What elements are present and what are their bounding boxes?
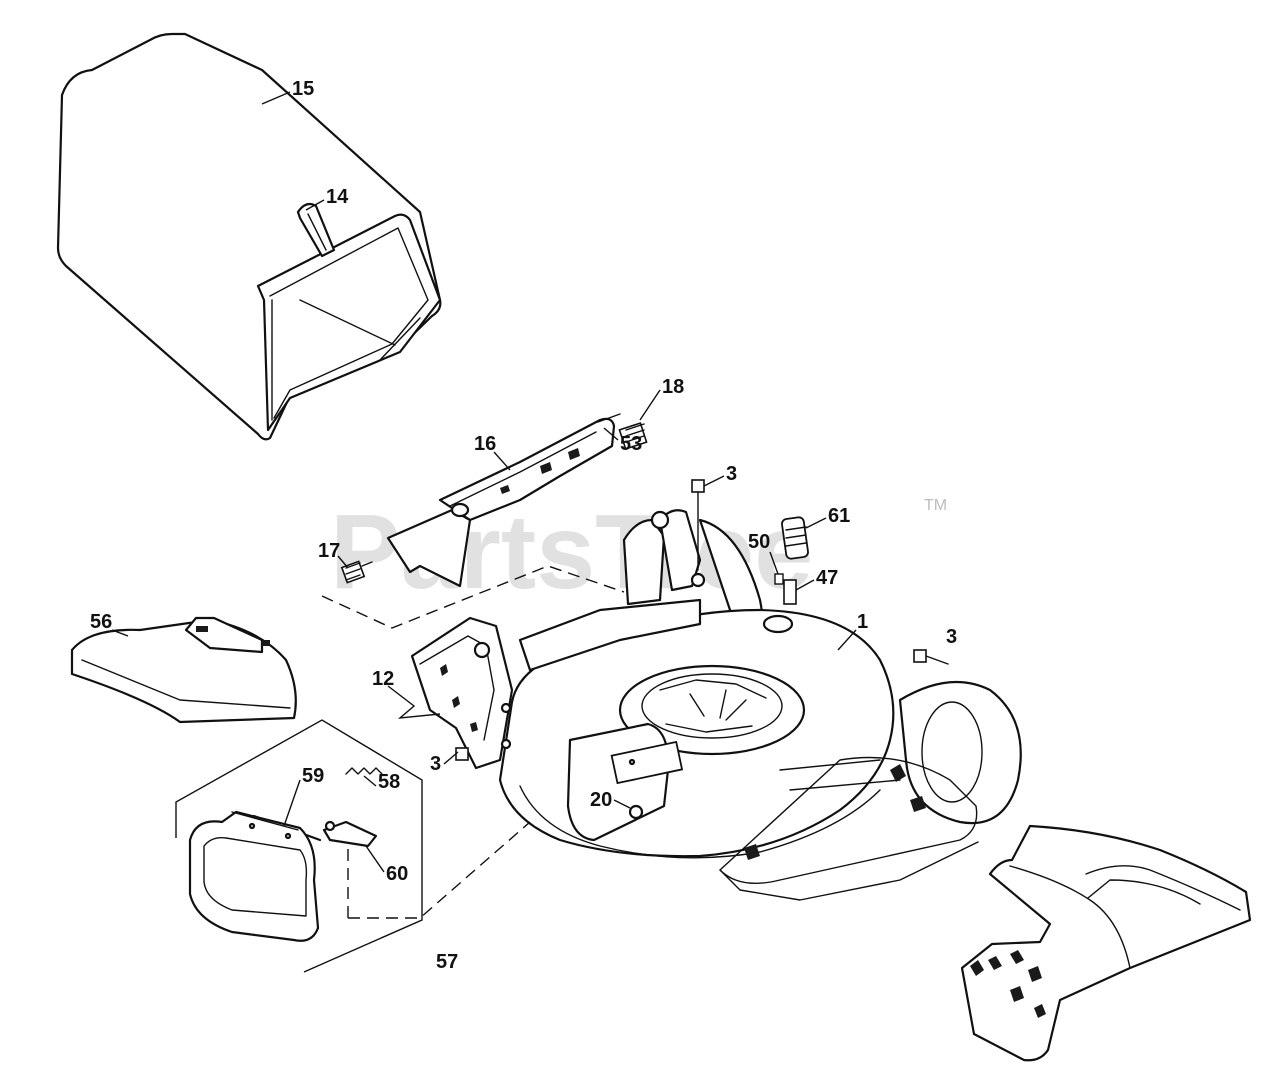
callout-1: 1 [857, 611, 868, 633]
mower-deck [410, 479, 1022, 901]
bracket-60 [322, 820, 378, 848]
leader-3-left [443, 751, 459, 765]
callout-3-right: 3 [946, 626, 957, 648]
leader-18 [639, 389, 661, 421]
leader-1 [837, 629, 857, 651]
callout-50: 50 [748, 531, 770, 553]
leader-47 [795, 579, 815, 591]
callout-61: 61 [828, 505, 850, 527]
leader-56 [111, 629, 129, 637]
side-discharge-chute [70, 616, 297, 724]
callout-15: 15 [292, 78, 314, 100]
callout-20: 20 [590, 789, 612, 811]
dashed-guide-rear [321, 565, 625, 629]
screw-50 [774, 573, 784, 585]
callout-47: 47 [816, 567, 838, 589]
watermark-trademark: TM [924, 497, 947, 514]
callout-3-top: 3 [726, 463, 737, 485]
mulch-plug [188, 810, 320, 942]
bolt-3-right [913, 649, 949, 665]
kit-bracket [175, 719, 423, 973]
leader-58 [363, 775, 377, 787]
callout-3-left: 3 [430, 753, 441, 775]
rear-door-assembly [340, 413, 648, 588]
grass-bag [56, 32, 442, 441]
spring-18 [618, 422, 648, 450]
leader-50 [769, 551, 779, 575]
callout-53: 53 [620, 433, 642, 455]
callout-16: 16 [474, 433, 496, 455]
leader-20 [613, 799, 631, 809]
spring-58 [345, 767, 383, 775]
leader-14 [305, 199, 325, 211]
callout-18: 18 [662, 376, 684, 398]
mulch-kit-group [175, 719, 531, 973]
dipstick-47 [762, 579, 797, 634]
leader-53 [603, 427, 619, 441]
leader-60 [365, 845, 385, 873]
leader-3-top [703, 475, 725, 487]
callout-17: 17 [318, 540, 340, 562]
fill-cap-61 [781, 516, 809, 560]
callout-57: 57 [436, 951, 458, 973]
callout-60: 60 [386, 863, 408, 885]
leader-61 [805, 517, 827, 529]
callout-58: 58 [378, 771, 400, 793]
leader-15 [261, 91, 291, 105]
plate-20 [566, 722, 684, 842]
leader-17 [337, 555, 349, 569]
leader-59 [283, 779, 301, 827]
leader-12 [387, 685, 441, 719]
callout-14: 14 [326, 186, 349, 208]
rear-shield [960, 824, 1252, 1062]
leader-16 [493, 451, 511, 471]
bolt-3-left [455, 747, 469, 761]
callout-12: 12 [372, 668, 394, 690]
dashed-guide-kit [348, 821, 531, 919]
pin-53 [597, 413, 621, 423]
callout-59: 59 [302, 765, 324, 787]
callout-56: 56 [90, 611, 112, 633]
